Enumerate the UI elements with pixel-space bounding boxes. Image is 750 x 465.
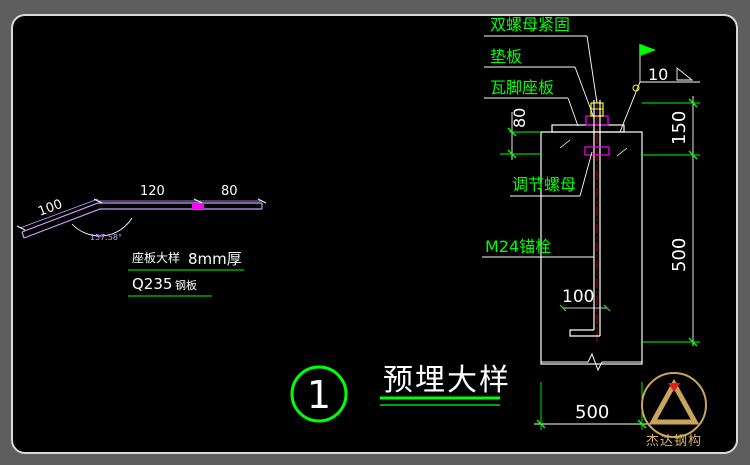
fillet-weld-symbol xyxy=(676,67,694,81)
dim-120: 120 xyxy=(140,184,165,199)
cad-canvas[interactable] xyxy=(11,14,738,454)
dim-100-slope: 100 xyxy=(36,197,65,220)
steel-grade-label: Q235 xyxy=(132,275,172,293)
adjust-nut xyxy=(584,146,610,156)
dim-80-vertical: 80 xyxy=(510,108,529,128)
concrete-pier xyxy=(540,131,643,365)
section-number: 1 xyxy=(307,373,331,417)
hole-marker xyxy=(192,204,204,209)
angle-label: 157.58° xyxy=(90,233,122,242)
weld-flag xyxy=(640,44,656,56)
seat-detail-label: 座板大样 xyxy=(132,250,180,265)
label-base-plate: 瓦脚座板 xyxy=(490,78,554,97)
dim-80: 80 xyxy=(221,184,238,199)
section-circle xyxy=(290,365,348,423)
dim-100-hook: 100 xyxy=(562,287,594,307)
weld-size: 10 xyxy=(648,65,668,84)
base-plate xyxy=(551,124,625,133)
dim-500-vertical: 500 xyxy=(669,238,690,272)
label-anchor-bolt: M24锚栓 xyxy=(485,237,551,256)
anchor-detail: 100 双螺母紧固 垫板 瓦脚座板 调节螺母 M24锚栓 xyxy=(482,15,700,430)
label-washer: 垫板 xyxy=(490,47,522,66)
dim-500-horizontal: 500 xyxy=(575,402,609,423)
seat-plate-detail: 157.58° 100 120 80 座板大样 8mm厚 Q235 钢板 xyxy=(16,184,267,297)
company-logo xyxy=(641,372,707,438)
steel-plate-label: 钢板 xyxy=(175,278,197,292)
dim-150: 150 xyxy=(669,111,690,145)
title-block: 1 预埋大样 xyxy=(290,363,511,423)
label-adjust-nut: 调节螺母 xyxy=(512,175,576,194)
logo-text: 杰达钢构 xyxy=(645,434,702,449)
drawing-title: 预埋大样 xyxy=(383,363,511,398)
label-double-nut: 双螺母紧固 xyxy=(490,15,570,34)
thickness-label: 8mm厚 xyxy=(188,250,242,268)
